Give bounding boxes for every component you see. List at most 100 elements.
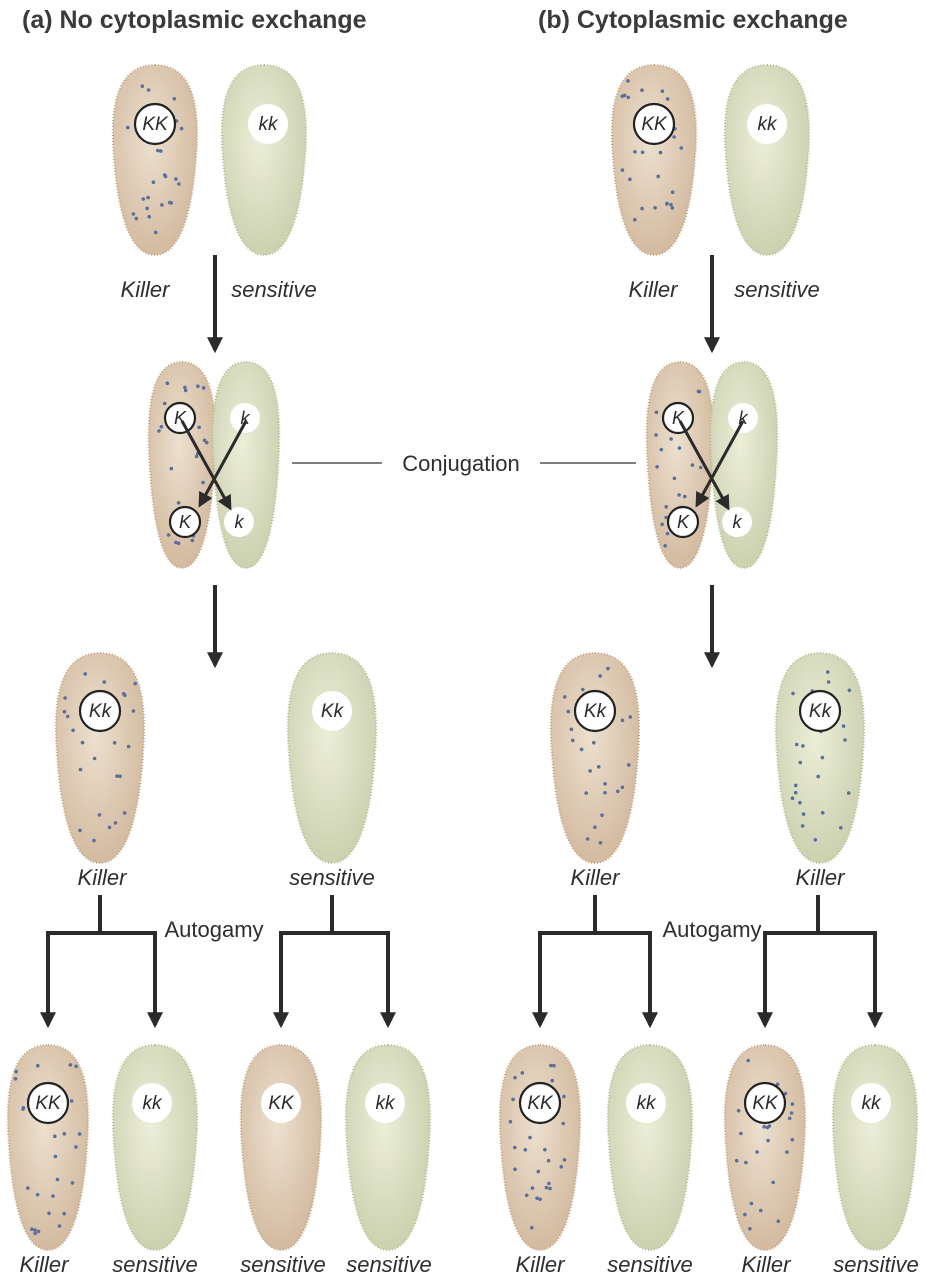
a-f2-genotype: Kk: [321, 701, 345, 722]
a-f2-body: [288, 653, 376, 863]
kappa-particle: [748, 1227, 752, 1231]
b-p2-body: [725, 65, 809, 255]
kappa-particle: [141, 84, 145, 88]
autogamy-branch-a2-right: [332, 933, 388, 1025]
kappa-particle: [21, 1107, 25, 1111]
b-conj-k-bottom-genotype: k: [733, 512, 743, 532]
kappa-particle: [83, 672, 87, 676]
kappa-particle: [655, 465, 659, 469]
kappa-particle: [108, 826, 112, 830]
a-conj-k-bottom-genotype: k: [235, 512, 245, 532]
kappa-particle: [33, 1228, 37, 1232]
kappa-particle: [669, 203, 673, 207]
a-f2-cell: [288, 653, 376, 863]
kappa-particle: [600, 813, 604, 817]
kappa-particle: [816, 775, 820, 779]
kappa-particle: [525, 1194, 529, 1198]
kappa-particle: [567, 710, 571, 714]
kappa-particle: [597, 765, 601, 769]
autogamy-branch-a2-left: [281, 895, 332, 1025]
kappa-particle: [570, 728, 574, 732]
a-p2-genotype: kk: [259, 114, 280, 135]
kappa-particle: [744, 1161, 748, 1165]
kappa-particle: [62, 1212, 66, 1216]
kappa-particle: [755, 1150, 759, 1154]
kappa-particle: [794, 784, 798, 788]
b-g4-genotype: kk: [862, 1093, 883, 1114]
kappa-particle: [621, 168, 625, 172]
kappa-particle: [92, 839, 96, 843]
a-conj-K-bottom-nucleus: K: [170, 507, 200, 537]
a-g1-cell: [8, 1045, 88, 1250]
b-g4-body: [833, 1045, 917, 1250]
kappa-particle: [93, 757, 97, 761]
kappa-particle: [531, 1186, 535, 1190]
kappa-particle: [633, 218, 637, 222]
kappa-particle: [640, 207, 644, 211]
phenotype-a-g1: Killer: [20, 1252, 71, 1277]
cells-layer: KKkkKkKkKKkkKKkkKKkkKkKkKKkkKKkkKkKkKkKk: [8, 65, 917, 1250]
phenotype-b-p1: Killer: [629, 277, 680, 302]
a-p2-cell: [222, 65, 306, 255]
b-g3-nucleus: KK: [745, 1083, 785, 1123]
kappa-particle: [654, 433, 658, 437]
a-f2-nucleus: Kk: [312, 691, 352, 731]
b-conj-right-body: [711, 362, 778, 568]
kappa-particle: [666, 532, 670, 536]
kappa-particle: [629, 715, 633, 719]
kappa-particle: [103, 680, 107, 684]
b-p2-genotype: kk: [758, 114, 779, 135]
b-p1-genotype: KK: [641, 114, 668, 135]
kappa-particle: [771, 1181, 775, 1185]
kappa-particle: [535, 1196, 539, 1200]
kappa-particle: [177, 182, 181, 186]
kappa-particle: [739, 1132, 743, 1136]
a-p1-genotype: KK: [142, 114, 169, 135]
phenotype-a-g2: sensitive: [112, 1252, 198, 1277]
kappa-particle: [166, 381, 170, 385]
a-p2-nucleus: kk: [248, 104, 288, 144]
kappa-particle: [174, 177, 178, 181]
kappa-particle: [627, 763, 631, 767]
kappa-particle: [656, 175, 660, 179]
kappa-particle: [821, 811, 825, 815]
kappa-particle: [53, 1135, 57, 1139]
b-p1-cell: [612, 65, 696, 255]
b-f2-cell: [776, 653, 864, 863]
b-g1-body: [500, 1045, 580, 1250]
kappa-particle: [201, 481, 205, 485]
kappa-particle: [628, 178, 632, 182]
kappa-particle: [164, 175, 168, 179]
kappa-particle: [71, 729, 75, 733]
kappa-particle: [671, 190, 675, 194]
a-conj-k-top-nucleus: k: [230, 403, 260, 433]
kappa-particle: [548, 1187, 552, 1191]
b-conj-k-top-nucleus: k: [728, 403, 758, 433]
kappa-particle: [196, 384, 200, 388]
kappa-particle: [788, 1117, 792, 1121]
kappa-particle: [197, 426, 201, 430]
phenotype-a-g3: sensitive: [240, 1252, 326, 1277]
autogamy-branch-b1-right: [595, 933, 650, 1025]
kappa-particle: [655, 411, 659, 415]
kappa-particle: [571, 739, 575, 743]
kappa-particle: [78, 1132, 82, 1136]
autogamy-label-a: Autogamy: [164, 917, 263, 942]
kappa-particle: [641, 151, 645, 155]
b-g1-cell: [500, 1045, 580, 1250]
kappa-particle: [552, 1064, 556, 1068]
kappa-particle: [584, 791, 588, 795]
phenotype-b-g2: sensitive: [607, 1252, 693, 1277]
kappa-particle: [663, 544, 667, 548]
a-g4-genotype: kk: [376, 1093, 397, 1114]
b-f2-nucleus: Kk: [800, 691, 840, 731]
b-p1-nucleus: KK: [634, 104, 674, 144]
kappa-particle: [791, 1102, 795, 1106]
kappa-particle: [191, 539, 195, 543]
kappa-particle: [621, 94, 625, 98]
kappa-particle: [98, 813, 102, 817]
kappa-particle: [152, 180, 156, 184]
kappa-particle: [58, 1224, 62, 1228]
kappa-particle: [847, 791, 851, 795]
kappa-particle: [848, 689, 852, 693]
